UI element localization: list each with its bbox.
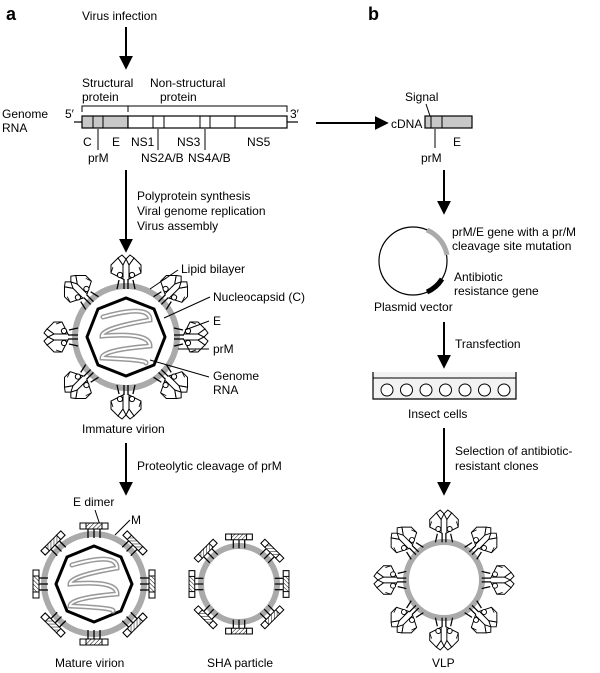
protein-spike-icon — [148, 359, 196, 407]
gene-NS4AB-label: NS4A/B — [188, 151, 231, 165]
protein-spike-icon — [56, 267, 104, 315]
transfection-label: Transfection — [455, 337, 521, 351]
insect-cell-icon — [478, 383, 491, 397]
sha-spikes — [188, 533, 290, 635]
immature-virion — [43, 254, 209, 420]
cdna-bar — [424, 115, 473, 129]
genome-label-2: RNA — [2, 121, 27, 135]
culture-dish-icon — [372, 372, 517, 400]
vlp-particle — [373, 509, 515, 651]
plasmid-vector-label: Plasmid vector — [374, 300, 453, 314]
protein-spike-icon — [383, 519, 429, 565]
e-dimer-label: E dimer — [73, 495, 114, 509]
protein-spike-icon — [481, 565, 515, 595]
protein-spike-icon — [373, 565, 407, 595]
sha-particle — [188, 533, 290, 635]
protein-spike-icon — [56, 359, 104, 407]
step1-line-2: Viral genome replication — [137, 204, 266, 218]
mature-virion-label: Mature virion — [55, 656, 124, 670]
gene-NS2AB-label: NS2A/B — [141, 151, 184, 165]
signal-label: Signal — [405, 90, 438, 104]
cdna-prM-label: prM — [421, 151, 442, 165]
vlp-label: VLP — [432, 656, 455, 670]
m-label: M — [131, 513, 141, 527]
insect-cell-icon — [380, 383, 394, 397]
five-prime-label: 5′ — [65, 107, 75, 121]
gene-NS3-label: NS3 — [177, 135, 201, 149]
genome-rna-bar — [74, 115, 298, 129]
plasmid-gene-line-1: prM/E gene with a pr/M — [452, 225, 576, 239]
protein-spike-icon — [383, 595, 429, 641]
step1-line-3: Virus assembly — [137, 219, 218, 233]
genome-rna-label-2: RNA — [213, 383, 238, 397]
panel-b-label: b — [368, 4, 379, 24]
mature-virion — [32, 522, 156, 646]
cdna-label: cDNA — [391, 117, 422, 131]
E-protein-label: E — [213, 314, 221, 328]
cleavage-label: Proteolytic cleavage of prM — [137, 459, 282, 473]
immature-virion-label: Immature virion — [82, 422, 165, 436]
structural-bracket — [81, 105, 129, 112]
protein-spike-icon — [429, 509, 459, 543]
genome-label-1: Genome — [2, 107, 48, 121]
lipid-bilayer-label: Lipid bilayer — [181, 262, 245, 276]
nonstructural-bracket — [127, 105, 288, 112]
plasmid-ring-icon — [378, 226, 450, 296]
antibiotic-line-1: Antibiotic — [454, 270, 503, 284]
gene-NS5-label: NS5 — [247, 135, 271, 149]
sha-particle-label: SHA particle — [207, 656, 273, 670]
insect-cell-icon — [439, 383, 452, 397]
plasmid-gene-line-2: cleavage site mutation — [452, 239, 571, 253]
nucleocapsid-label: Nucleocapsid (C) — [213, 290, 305, 304]
vlp-spikes — [373, 509, 515, 651]
selection-line-2: resistant clones — [455, 459, 538, 473]
panel-a-label: a — [6, 4, 17, 24]
protein-spike-icon — [459, 595, 505, 641]
gene-prM-label: prM — [88, 151, 109, 165]
insect-cell-icon — [458, 383, 472, 397]
gene-C-label: C — [83, 135, 92, 149]
genome-rna-label-1: Genome — [213, 369, 259, 383]
cdna-E-label: E — [453, 135, 461, 149]
insect-cells-label: Insect cells — [408, 407, 467, 421]
virus-infection-label: Virus infection — [82, 9, 157, 23]
prM-label: prM — [213, 342, 234, 356]
gene-E-label: E — [112, 135, 120, 149]
three-prime-label: 3′ — [290, 107, 300, 121]
structural-label-1: Structural — [82, 76, 133, 90]
step1-line-1: Polyprotein synthesis — [137, 189, 250, 203]
antibiotic-line-2: resistance gene — [454, 284, 539, 298]
structural-label-2: protein — [82, 90, 119, 104]
gene-NS1-label: NS1 — [131, 135, 155, 149]
protein-spike-icon — [429, 617, 459, 651]
insect-cell-icon — [400, 383, 413, 397]
nonstructural-label-2: protein — [160, 90, 197, 104]
nonstructural-label-1: Non-structural — [150, 76, 225, 90]
protein-spike-icon — [459, 519, 505, 565]
insect-cell-icon — [497, 383, 511, 397]
selection-line-1: Selection of antibiotic- — [455, 444, 572, 458]
insect-cell-icon — [419, 383, 433, 397]
